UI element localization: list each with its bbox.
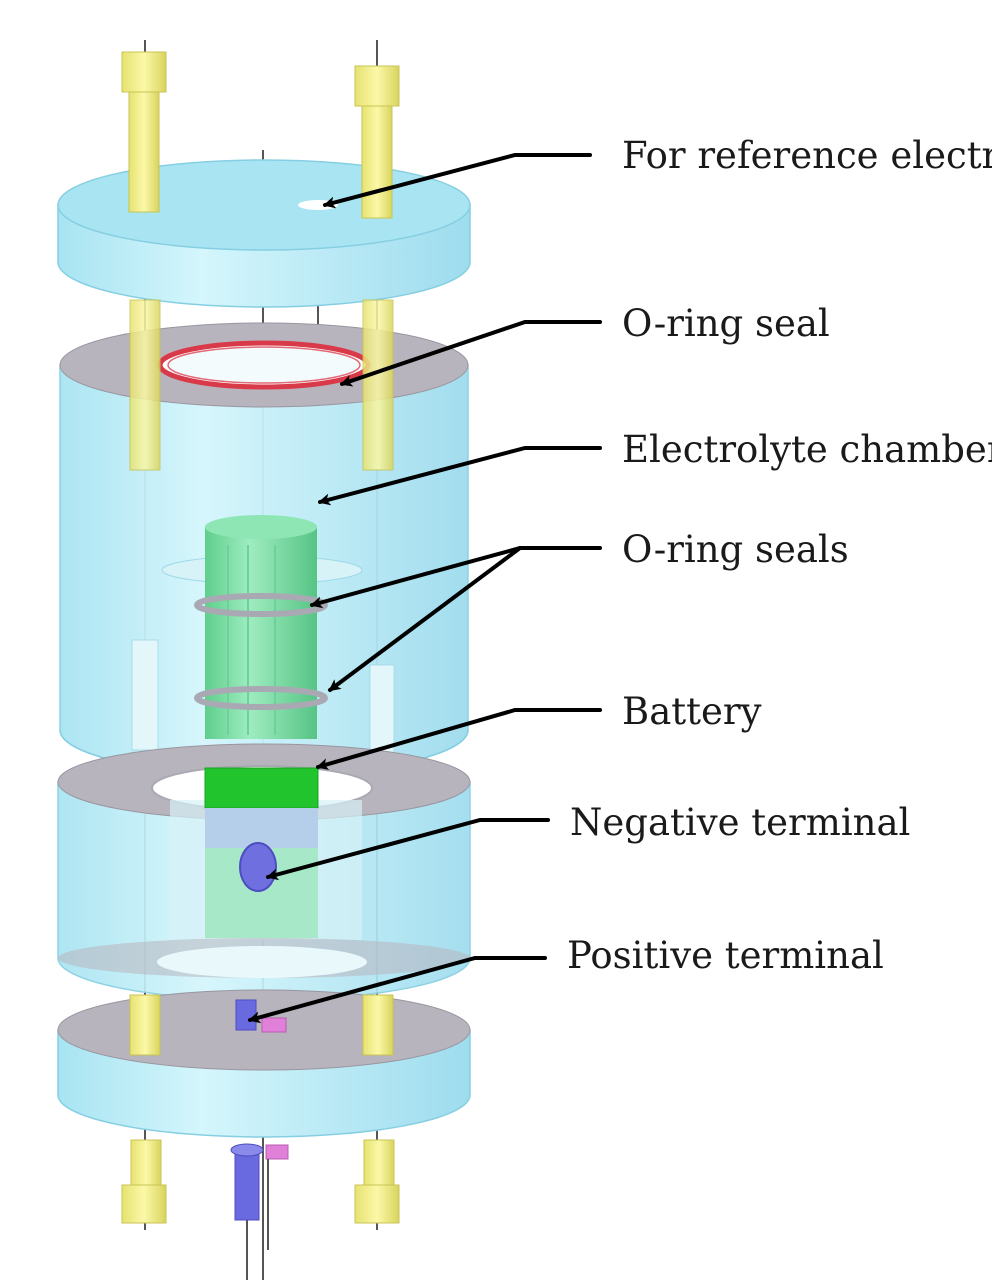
hex-bolt-icon [362, 299, 394, 471]
hex-bolt-icon [354, 1139, 400, 1224]
battery-band [204, 767, 319, 809]
label-electrolyte-chamber: Electrolyte chamber [622, 428, 992, 471]
callout-arrows [248, 153, 602, 1024]
hex-bolt-icon [129, 994, 161, 1056]
hex-bolt-icon [362, 994, 394, 1056]
label-positive-terminal: Positive terminal [567, 934, 884, 977]
callout-arrow-icon [340, 320, 602, 387]
label-oring-seal: O-ring seal [622, 302, 830, 345]
terminal-housing [57, 743, 471, 1001]
negative-terminal [239, 842, 277, 892]
hex-bolt-icon [121, 1139, 167, 1224]
top-bolts [121, 51, 400, 219]
callout-arrow-icon [323, 153, 592, 209]
hex-bolt-icon [129, 299, 161, 471]
callout-arrow-icon [266, 818, 550, 881]
label-reference-electrode: For reference electrode [622, 134, 992, 177]
mid-bolts [129, 299, 394, 471]
oring-seal-battery-lower [194, 686, 328, 710]
label-battery: Battery [622, 690, 762, 733]
callout-arrow-icon [316, 708, 602, 770]
lower-bolts [121, 994, 400, 1224]
terminal-leads [230, 1143, 289, 1280]
oring-seal-battery-upper [194, 593, 328, 617]
label-oring-seals: O-ring seals [622, 528, 849, 571]
hex-bolt-icon [354, 65, 400, 219]
hex-bolt-icon [121, 51, 167, 213]
callout-labels: For reference electrode O-ring seal Elec… [567, 134, 992, 977]
bottom-flange [57, 989, 471, 1138]
positive-tab [261, 1017, 287, 1033]
callout-arrow-icon [318, 446, 602, 506]
positive-terminal [235, 999, 257, 1031]
callout-arrow-icon [248, 956, 547, 1024]
callout-arrow-icon [328, 546, 522, 692]
electrolyte-chamber [59, 322, 469, 776]
label-negative-terminal: Negative terminal [570, 801, 910, 844]
